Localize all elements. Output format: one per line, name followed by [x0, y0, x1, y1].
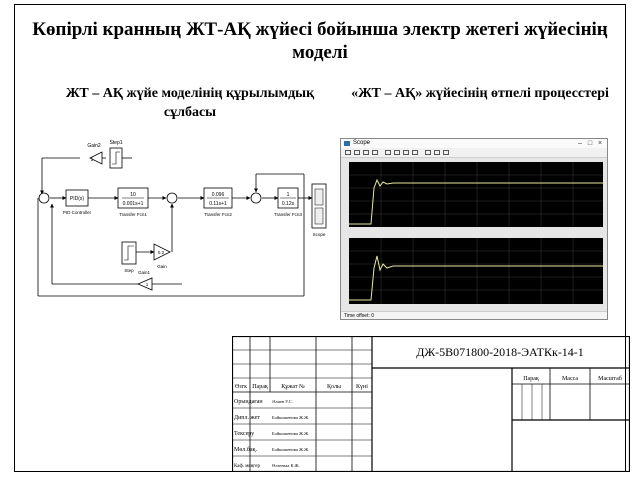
- svg-text:1: 1: [146, 282, 149, 287]
- simulink-diagram: 5 Gain2 Step1 PID(s) PID Controller 10 0…: [37, 140, 327, 297]
- svg-text:Transfer Fcn3: Transfer Fcn3: [274, 212, 302, 217]
- svg-text:0.2: 0.2: [158, 250, 165, 255]
- svg-text:Қолы: Қолы: [327, 384, 341, 390]
- svg-text:Өлзееваа К.Ж.: Өлзееваа К.Ж.: [272, 463, 300, 468]
- svg-text:Орындаған: Орындаған: [234, 399, 263, 405]
- settings-icon[interactable]: [345, 150, 351, 155]
- svg-text:Парақ: Парақ: [523, 376, 539, 382]
- plots-heading: «ЖТ – АҚ» жүйесінің өтпелі процесстері: [351, 86, 609, 101]
- svg-text:0.001s+1: 0.001s+1: [123, 201, 144, 207]
- scope-app-icon: [344, 141, 350, 146]
- cursor-icon[interactable]: [425, 150, 431, 155]
- maximize-icon[interactable]: □: [587, 140, 593, 147]
- svg-text:Step: Step: [124, 268, 134, 273]
- diagram-heading: ЖТ – АҚ жүйе моделінің құрылымдық сұлбас…: [65, 86, 315, 120]
- svg-text:PID Controller: PID Controller: [63, 210, 92, 215]
- step-icon[interactable]: [363, 150, 369, 155]
- svg-text:Масса: Масса: [562, 376, 578, 382]
- zoom-in-icon[interactable]: [385, 150, 391, 155]
- svg-text:Құжат №: Құжат №: [281, 384, 305, 390]
- svg-text:Әлиев У.С.: Әлиев У.С.: [272, 399, 293, 404]
- svg-text:Мөл.бақ.: Мөл.бақ.: [234, 446, 257, 453]
- svg-text:5: 5: [91, 157, 94, 163]
- svg-text:Scope: Scope: [313, 232, 326, 237]
- scope-window: Scope – □ ×: [340, 138, 608, 320]
- scope-plots: [341, 158, 607, 312]
- svg-text:PID(s): PID(s): [70, 196, 85, 202]
- svg-text:Бойкөшенова Ж.Ж.: Бойкөшенова Ж.Ж.: [272, 415, 309, 420]
- svg-text:Күні: Күні: [356, 384, 368, 390]
- svg-text:Тексеру: Тексеру: [234, 431, 254, 437]
- svg-text:1: 1: [287, 192, 290, 198]
- svg-text:Масштаб: Масштаб: [598, 375, 622, 382]
- stop-icon[interactable]: [372, 150, 378, 155]
- run-icon[interactable]: [354, 150, 360, 155]
- svg-text:Бойкөшенова Ж.Ж.: Бойкөшенова Ж.Ж.: [272, 447, 309, 452]
- svg-text:Gain2: Gain2: [87, 143, 101, 149]
- triggers-icon[interactable]: [434, 150, 440, 155]
- svg-text:0.096: 0.096: [212, 192, 225, 198]
- document-code: ДЖ-5В071800-2018-ЭАТКк-14-1: [416, 345, 584, 359]
- zoom-x-icon[interactable]: [394, 150, 400, 155]
- title-block: ДЖ-5В071800-2018-ЭАТКк-14-1 Өзгк Парақ Қ…: [232, 336, 630, 472]
- svg-text:0.12s: 0.12s: [282, 201, 295, 207]
- measure-icon[interactable]: [443, 150, 449, 155]
- scope-status: Time offset: 0: [341, 311, 607, 319]
- svg-text:Каф. меңгер: Каф. меңгер: [234, 464, 260, 469]
- svg-text:Transfer Fcn1: Transfer Fcn1: [119, 212, 147, 217]
- svg-text:Gain: Gain: [157, 264, 167, 269]
- minimize-icon[interactable]: –: [578, 140, 582, 147]
- svg-text:Парақ: Парақ: [252, 384, 268, 390]
- svg-text:10: 10: [130, 192, 136, 198]
- svg-text:Дипл. жет: Дипл. жет: [234, 415, 260, 421]
- svg-text:Step1: Step1: [109, 140, 122, 146]
- svg-text:0.11s+1: 0.11s+1: [209, 201, 227, 207]
- svg-text:Gain1: Gain1: [138, 270, 151, 275]
- close-icon[interactable]: ×: [597, 140, 603, 147]
- page-title: Көпірлі кранның ЖТ-АҚ жүйесі бойынша эле…: [32, 19, 608, 63]
- svg-text:Бойкөшенова Ж.Ж.: Бойкөшенова Ж.Ж.: [272, 431, 309, 436]
- autoscale-icon[interactable]: [412, 150, 418, 155]
- scope-title: Scope: [353, 140, 371, 146]
- scope-toolbar: [341, 148, 607, 158]
- svg-text:Transfer Fcn2: Transfer Fcn2: [204, 212, 232, 217]
- zoom-y-icon[interactable]: [403, 150, 409, 155]
- svg-text:Өзгк: Өзгк: [235, 384, 247, 390]
